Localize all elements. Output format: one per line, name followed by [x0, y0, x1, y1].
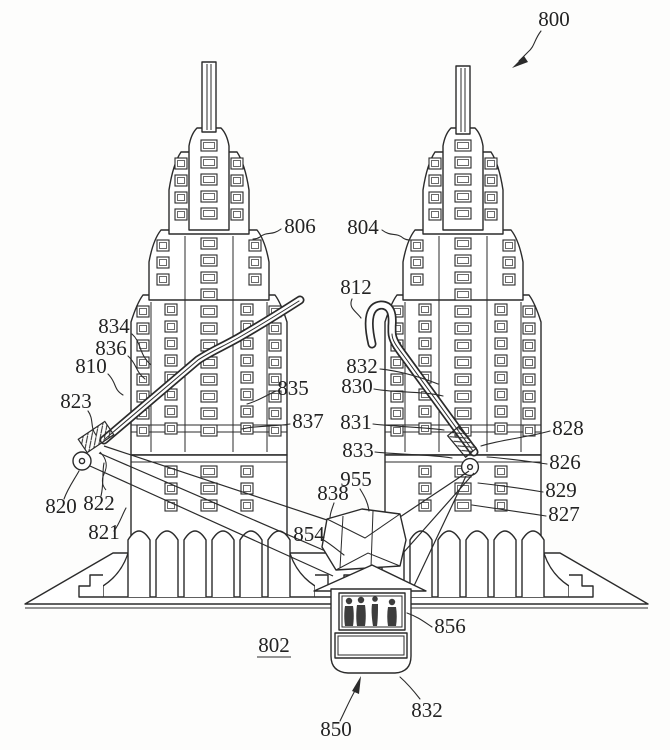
ref-label-804: 804 — [347, 215, 379, 239]
ref-label-833: 833 — [342, 438, 374, 462]
ref-label-850: 850 — [320, 717, 352, 741]
ref-label-832-vehicle: 832 — [411, 698, 443, 722]
ref-label-830: 830 — [341, 374, 373, 398]
vehicle-panel — [334, 632, 408, 659]
arm-right-track — [364, 300, 479, 457]
ref-label-828: 828 — [552, 416, 584, 440]
trolley-right — [446, 425, 480, 477]
ref-label-800: 800 — [538, 7, 570, 31]
trolley-left — [72, 420, 115, 491]
ref-label-810: 810 — [75, 354, 107, 378]
ref-label-826: 826 — [549, 450, 581, 474]
ref-label-802: 802 — [258, 633, 290, 657]
passengers — [344, 596, 397, 626]
arm-left-track — [99, 295, 305, 445]
ref-label-955: 955 — [340, 467, 372, 491]
ref-label-856: 856 — [434, 614, 466, 638]
ride-vehicle — [313, 564, 427, 674]
ref-label-821: 821 — [88, 520, 120, 544]
ref-label-838: 838 — [317, 481, 349, 505]
ref-label-831: 831 — [340, 410, 372, 434]
ref-label-836: 836 — [95, 336, 127, 360]
ref-label-823: 823 — [60, 389, 92, 413]
reference-labels: 800 806 804 812 834 836 810 823 835 837 … — [45, 7, 584, 741]
ref-label-820: 820 — [45, 494, 77, 518]
ref-label-827: 827 — [548, 502, 580, 526]
ref-label-834: 834 — [98, 314, 130, 338]
ref-label-837: 837 — [292, 409, 324, 433]
ref-label-806: 806 — [284, 214, 316, 238]
ref-label-812: 812 — [340, 275, 372, 299]
ref-label-835: 835 — [277, 376, 309, 400]
cables — [89, 445, 475, 589]
ref-label-854: 854 — [293, 522, 325, 546]
ref-label-822: 822 — [83, 491, 115, 515]
tower-right — [332, 65, 594, 598]
hub-housing — [321, 508, 407, 571]
ref-label-832-arm: 832 — [346, 354, 378, 378]
ref-label-829: 829 — [545, 478, 577, 502]
